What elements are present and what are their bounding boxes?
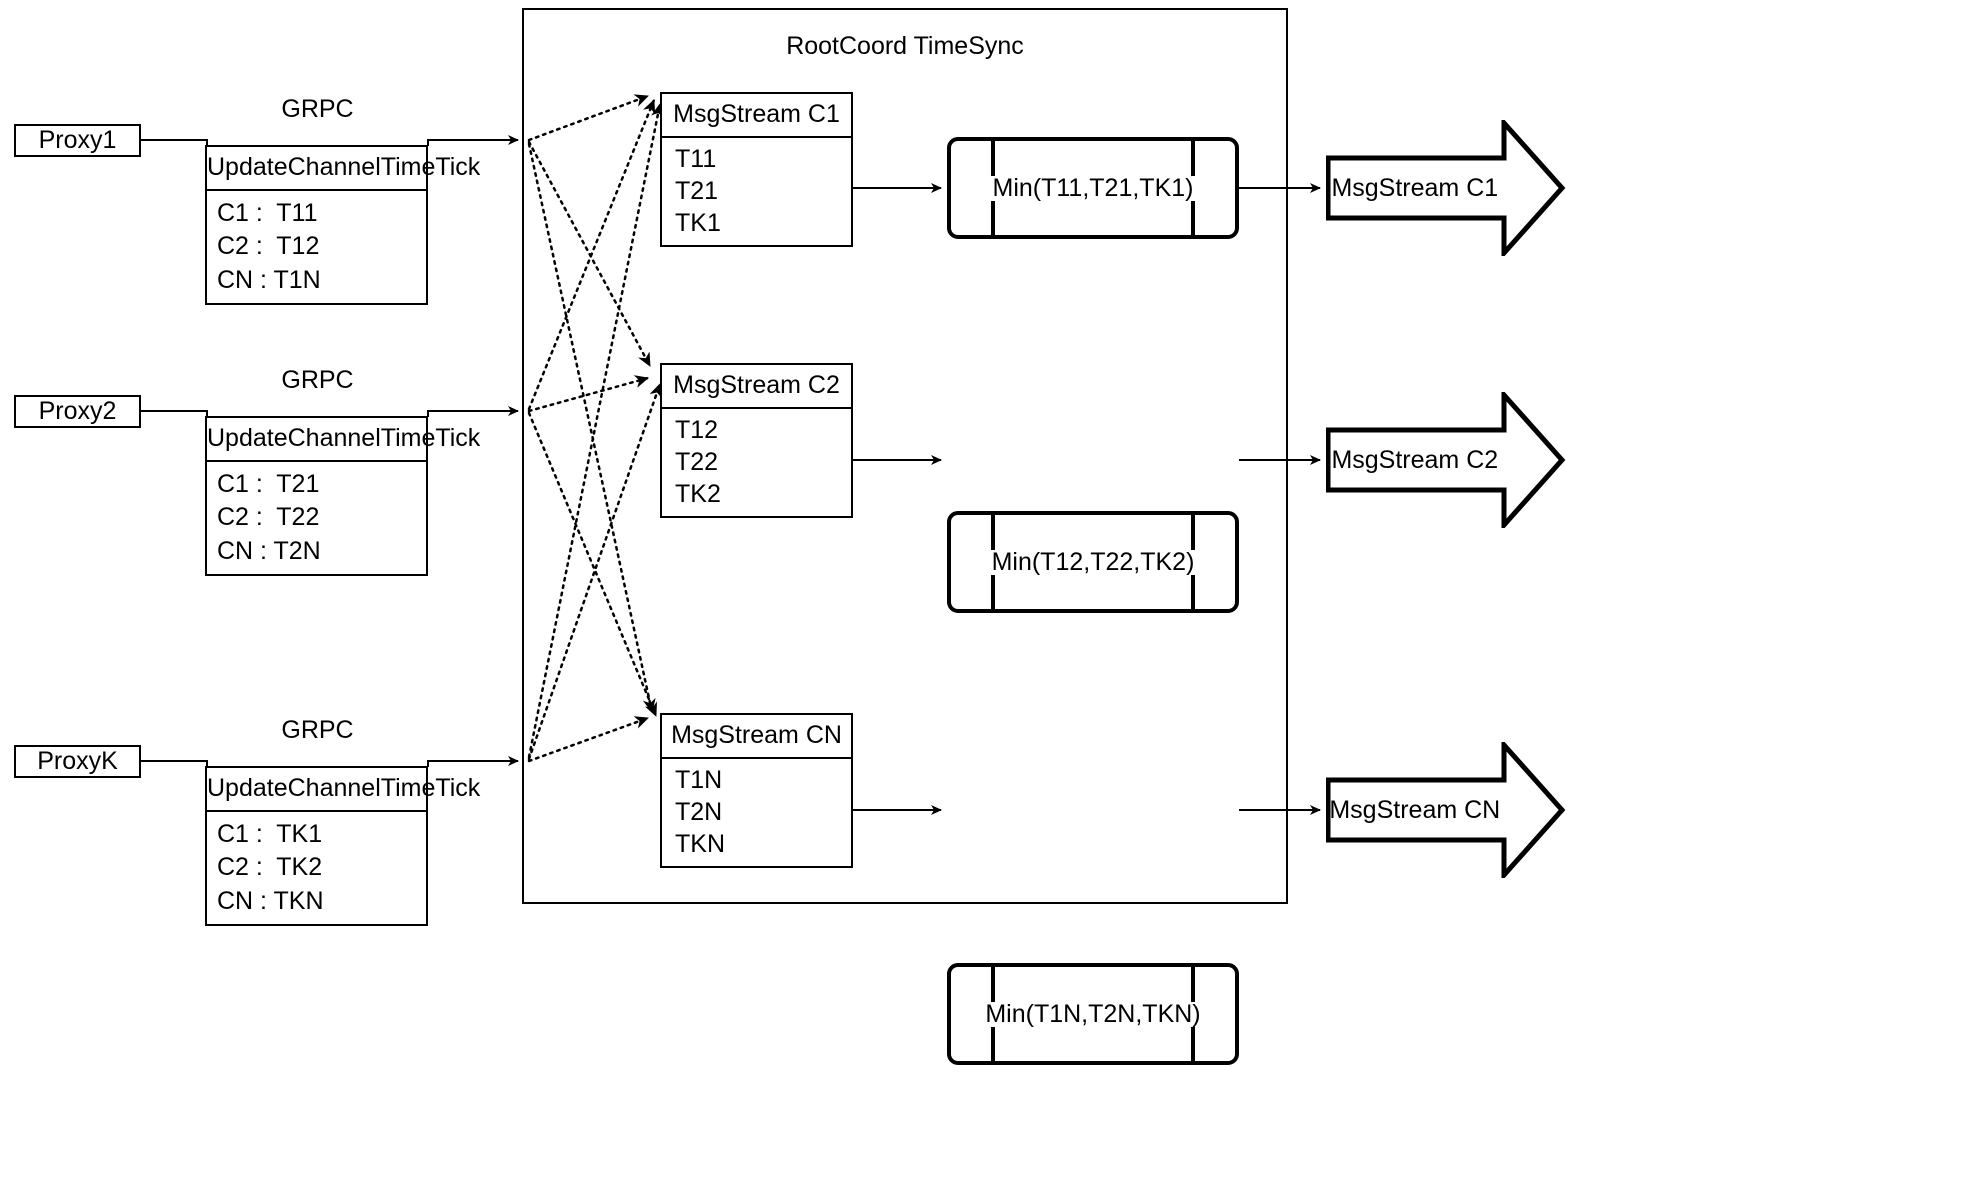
grpc-label-2: GRPC	[281, 366, 354, 394]
min-process-cn: Min(T1N,T2N,TKN)	[947, 963, 1239, 1065]
rootcoord-timesync-container	[522, 8, 1288, 904]
proxy-box-3[interactable]: ProxyK	[14, 745, 141, 778]
tick-table-body: C1 : T21 C2 : T22 CN : T2N	[207, 462, 426, 574]
msgstream-tick-row: TKN	[675, 829, 725, 858]
tick-table-body: C1 : T11 C2 : T12 CN : T1N	[207, 191, 426, 303]
tick-table-body: C1 : TK1 C2 : TK2 CN : TKN	[207, 812, 426, 924]
grpc-label-1: GRPC	[281, 95, 354, 123]
msgstream-table-title: MsgStream C1	[662, 94, 851, 138]
tick-row: CN : T2N	[217, 536, 321, 565]
output-msgstream-label: MsgStream CN	[1329, 795, 1501, 824]
tick-row: CN : TKN	[217, 886, 324, 915]
min-process-label: Min(T11,T21,TK1)	[988, 175, 1198, 201]
msgstream-table-title: MsgStream C2	[662, 365, 851, 409]
msgstream-tick-row: T11	[675, 145, 717, 174]
tick-row: C2 : T12	[217, 232, 320, 261]
msgstream-tick-row: T1N	[675, 766, 723, 795]
output-msgstream-arrow-c1: MsgStream C1	[1326, 120, 1566, 256]
tick-row: C1 : T21	[217, 470, 320, 499]
msgstream-table-body: T12 T22 TK2	[662, 409, 851, 516]
update-channel-timetick-table-2: UpdateChannelTimeTick C1 : T21 C2 : T22 …	[205, 416, 480, 576]
tick-table-title: UpdateChannelTimeTick	[207, 418, 480, 462]
proxy-label: Proxy1	[38, 126, 117, 154]
tick-table-title: UpdateChannelTimeTick	[207, 768, 480, 812]
min-process-label: Min(T1N,T2N,TKN)	[981, 1001, 1205, 1027]
output-msgstream-arrow-c2: MsgStream C2	[1326, 392, 1566, 528]
msgstream-table-c2: MsgStream C2 T12 T22 TK2	[660, 363, 853, 518]
proxy-box-1[interactable]: Proxy1	[14, 124, 141, 157]
msgstream-tick-row: T22	[675, 447, 719, 476]
msgstream-tick-row: T2N	[675, 797, 723, 826]
tick-row: C2 : TK2	[217, 853, 323, 882]
min-process-c2: Min(T12,T22,TK2)	[947, 511, 1239, 613]
output-msgstream-label: MsgStream C1	[1331, 173, 1499, 202]
tick-row: C1 : TK1	[217, 820, 323, 849]
container-title: RootCoord TimeSync	[786, 32, 1024, 60]
proxy-label: ProxyK	[37, 747, 118, 775]
proxy-box-2[interactable]: Proxy2	[14, 395, 141, 428]
grpc-label-3: GRPC	[281, 716, 354, 744]
msgstream-tick-row: TK1	[675, 208, 721, 237]
tick-row: C1 : T11	[217, 199, 318, 228]
tick-table-title: UpdateChannelTimeTick	[207, 147, 480, 191]
msgstream-table-c1: MsgStream C1 T11 T21 TK1	[660, 92, 853, 247]
output-msgstream-label: MsgStream C2	[1331, 445, 1499, 474]
msgstream-tick-row: TK2	[675, 479, 721, 508]
tick-row: CN : T1N	[217, 265, 321, 294]
msgstream-table-body: T11 T21 TK1	[662, 138, 851, 245]
msgstream-table-cn: MsgStream CN T1N T2N TKN	[660, 713, 853, 868]
output-msgstream-arrow-cn: MsgStream CN	[1326, 742, 1566, 878]
msgstream-tick-row: T12	[675, 416, 719, 445]
msgstream-table-title: MsgStream CN	[662, 715, 851, 759]
msgstream-table-body: T1N T2N TKN	[662, 759, 851, 866]
update-channel-timetick-table-1: UpdateChannelTimeTick C1 : T11 C2 : T12 …	[205, 145, 480, 305]
proxy-label: Proxy2	[38, 397, 117, 425]
tick-row: C2 : T22	[217, 503, 320, 532]
min-process-c1: Min(T11,T21,TK1)	[947, 137, 1239, 239]
msgstream-tick-row: T21	[675, 176, 719, 205]
min-process-label: Min(T12,T22,TK2)	[987, 549, 1199, 575]
update-channel-timetick-table-3: UpdateChannelTimeTick C1 : TK1 C2 : TK2 …	[205, 766, 480, 926]
